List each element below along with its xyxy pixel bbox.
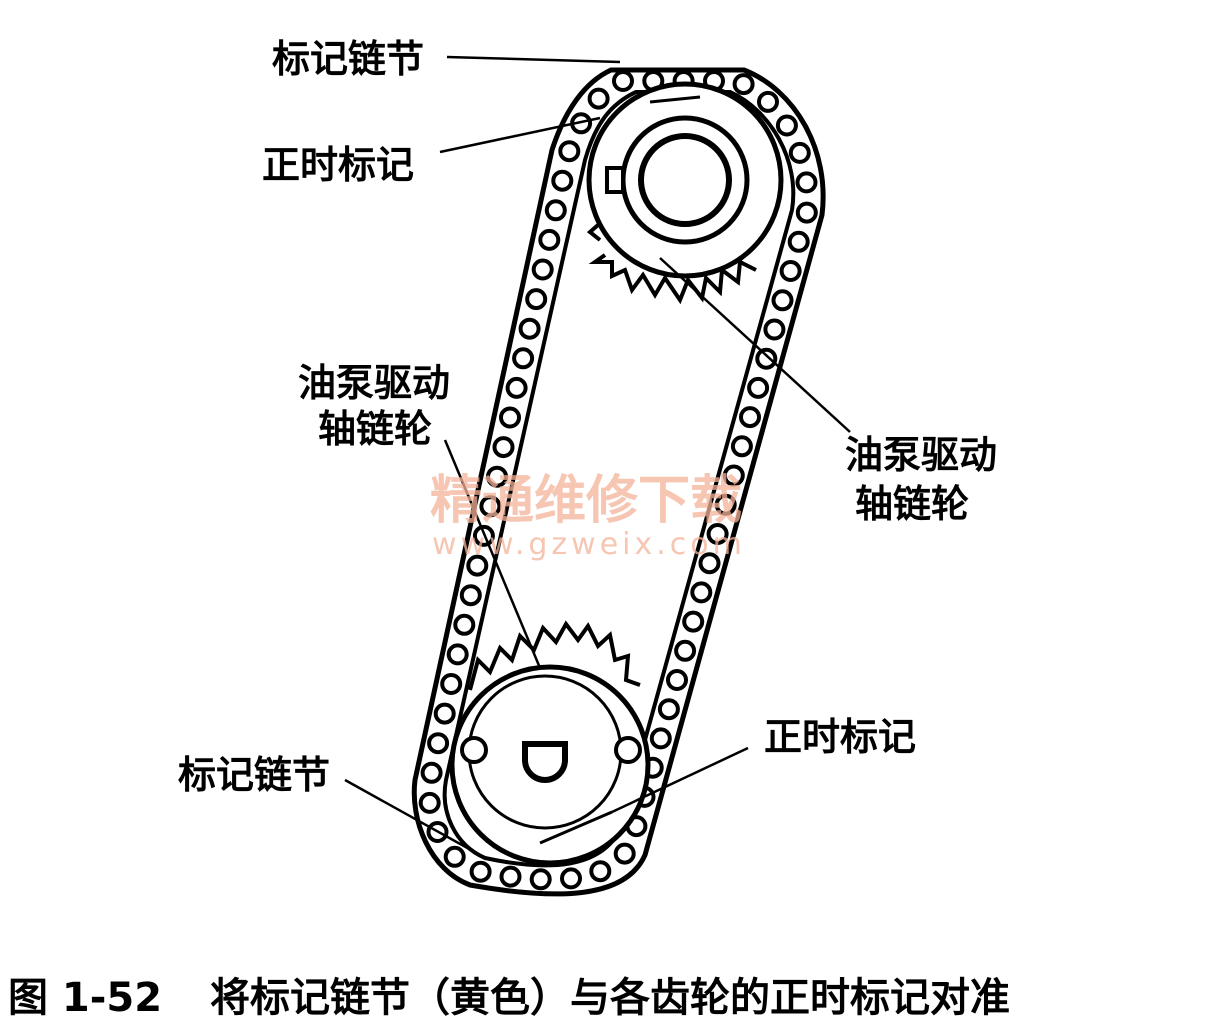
chain-roller (613, 842, 636, 865)
chain-roller (722, 464, 745, 487)
chain-roller (443, 845, 466, 868)
chain-roller (512, 347, 535, 370)
label-right-sprocket-line2: 轴链轮 (855, 482, 969, 526)
leader-bottom-marked-link (344, 778, 481, 857)
chain-roller (446, 643, 469, 666)
chain-roller (587, 87, 610, 110)
chain-roller (779, 260, 802, 282)
label-top-marked-link: 标记链节 (272, 37, 424, 81)
chain-roller (788, 141, 811, 164)
chain-roller (459, 584, 482, 607)
chain-rollers (418, 70, 818, 891)
leader-bottom-timing-mark (611, 746, 749, 814)
chain-roller (657, 698, 680, 721)
chain-roller (612, 70, 634, 92)
chain-roller (453, 613, 476, 636)
label-left-sprocket-line1: 油泵驱动 (298, 361, 450, 405)
chain-roller (649, 727, 672, 750)
chain-roller (551, 169, 574, 192)
chain-inner-outline (442, 90, 796, 868)
leader-top-timing-mark (439, 116, 601, 154)
oil-pump-sprocket (449, 620, 651, 866)
chain-roller (525, 288, 548, 311)
chain-roller (518, 317, 541, 340)
chain-roller (418, 791, 441, 814)
label-right-sprocket-line1: 油泵驱动 (845, 433, 997, 477)
leader-right-sprocket (659, 257, 851, 433)
chain-roller (479, 495, 502, 518)
chain-roller (730, 435, 753, 458)
chain-roller (698, 552, 721, 575)
oil-pump-shaft-d-hole (522, 741, 568, 783)
chain-roller (558, 140, 581, 163)
timing-chain-diagram: 精通维修下载 www.gzweix.com 标记链节 正时标记 油泵驱动 轴链轮… (178, 37, 997, 897)
chain-roller (544, 199, 567, 222)
chain-roller (739, 406, 761, 429)
chain-roller (469, 860, 492, 883)
camshaft-sprocket (586, 81, 784, 305)
chain-roller (466, 554, 489, 577)
label-top-timing-mark: 正时标记 (262, 143, 414, 187)
chain-roller (492, 436, 515, 459)
chain-roller (538, 228, 561, 251)
chain-roller (674, 639, 697, 662)
figure-number: 图 1-52 (8, 975, 163, 1021)
chain-roller (589, 860, 612, 883)
chain-outer-outline (411, 67, 826, 897)
chain-roller (775, 114, 798, 137)
chain-roller (505, 376, 528, 399)
chain-roller (529, 868, 552, 891)
oil-pump-sprocket-hole-left (460, 736, 488, 764)
chain-roller (560, 867, 582, 890)
chain-roller (531, 258, 554, 281)
leader-top-marked-link (446, 55, 621, 64)
label-bottom-marked-link: 标记链节 (178, 753, 330, 797)
chain-roller (747, 376, 770, 399)
chain-roller (771, 289, 794, 312)
chain-roller (440, 673, 463, 695)
chain-roller (486, 465, 508, 488)
oil-pump-sprocket-hole-right (614, 736, 642, 764)
chain-roller (427, 732, 450, 755)
chain-roller (795, 201, 818, 224)
oil-pump-timing-mark (539, 810, 613, 845)
figure-caption-text: 将标记链节（黄色）与各齿轮的正时标记对准 (210, 975, 1011, 1021)
leader-lines (344, 55, 851, 857)
chain-roller (690, 581, 713, 604)
camshaft-sprocket-hub-inner (638, 133, 732, 227)
chain-roller (666, 669, 688, 691)
chain-roller (433, 702, 456, 725)
label-left-sprocket-line2: 轴链轮 (318, 407, 432, 451)
chain-roller (755, 347, 778, 370)
chain-roller (682, 610, 705, 633)
chain-roller (499, 406, 521, 429)
chain-roller (420, 761, 443, 784)
camshaft-timing-mark (649, 95, 701, 104)
chain-roller (732, 73, 755, 96)
chain-roller (499, 865, 522, 888)
watermark-title: 精通维修下载 (430, 470, 742, 531)
chain-roller (795, 171, 818, 194)
label-bottom-timing-mark: 正时标记 (764, 715, 916, 759)
chain-roller (706, 523, 729, 545)
watermark-url: www.gzweix.com (432, 527, 746, 562)
chain-roller (714, 493, 737, 516)
chain-roller (787, 230, 810, 253)
chain-roller (757, 90, 779, 113)
figure-caption: 图 1-52 将标记链节（黄色）与各齿轮的正时标记对准 (0, 966, 1212, 1022)
camshaft-sprocket-key (605, 166, 625, 194)
leader-left-sprocket (443, 439, 542, 669)
chain-roller (763, 318, 786, 341)
